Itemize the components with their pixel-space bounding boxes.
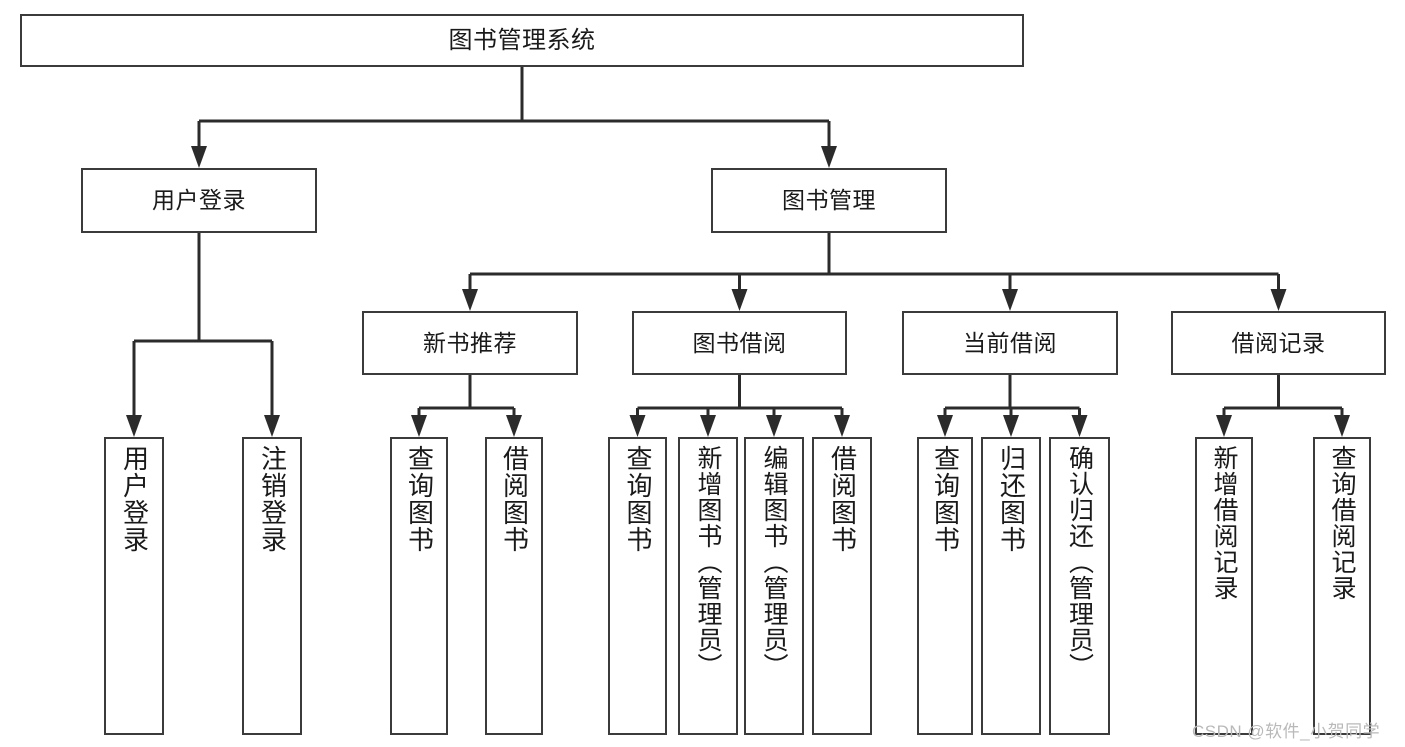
node-l-addrec[interactable]: 新增借阅记录: [1195, 437, 1253, 735]
node-l-add[interactable]: 新增图书（管理员）: [678, 437, 738, 735]
node-l-login[interactable]: 用户登录: [104, 437, 164, 735]
node-label: 查询图书: [404, 445, 435, 553]
node-label: 新增借阅记录: [1210, 445, 1238, 601]
node-l-logout[interactable]: 注销登录: [242, 437, 302, 735]
node-label: 查询图书: [623, 445, 654, 553]
node-label: 新增图书（管理员）: [694, 445, 722, 679]
node-label: 当前借阅: [963, 329, 1057, 356]
node-label: 借阅记录: [1231, 329, 1326, 356]
node-borrow[interactable]: 图书借阅: [632, 311, 847, 375]
node-root[interactable]: 图书管理系统: [20, 14, 1024, 67]
node-l-borrow2[interactable]: 借阅图书: [812, 437, 872, 735]
node-l-borrow1[interactable]: 借阅图书: [485, 437, 543, 735]
node-l-query2[interactable]: 查询图书: [608, 437, 667, 735]
node-records[interactable]: 借阅记录: [1171, 311, 1386, 375]
node-login[interactable]: 用户登录: [81, 168, 317, 233]
node-label: 确认归还（管理员）: [1065, 445, 1094, 679]
node-label: 借阅图书: [827, 445, 858, 553]
node-label: 新书推荐: [423, 329, 517, 356]
node-label: 图书管理: [782, 187, 876, 214]
node-label: 用户登录: [152, 187, 246, 214]
node-current[interactable]: 当前借阅: [902, 311, 1118, 375]
node-bookmgr[interactable]: 图书管理: [711, 168, 947, 233]
node-newbook[interactable]: 新书推荐: [362, 311, 578, 375]
node-label: 查询图书: [930, 445, 961, 553]
node-label: 用户登录: [119, 445, 150, 553]
watermark: CSDN @软件_小贺同学: [1192, 722, 1381, 741]
node-label: 借阅图书: [499, 445, 530, 553]
node-label: 查询借阅记录: [1328, 445, 1356, 601]
node-l-queryrec[interactable]: 查询借阅记录: [1313, 437, 1371, 735]
node-l-query3[interactable]: 查询图书: [917, 437, 973, 735]
node-l-return[interactable]: 归还图书: [981, 437, 1041, 735]
node-l-query1[interactable]: 查询图书: [390, 437, 448, 735]
node-label: 归还图书: [996, 445, 1027, 553]
node-l-confirm[interactable]: 确认归还（管理员）: [1049, 437, 1110, 735]
node-label: 注销登录: [257, 445, 288, 553]
node-l-edit[interactable]: 编辑图书（管理员）: [744, 437, 804, 735]
node-label: 图书借阅: [692, 329, 787, 356]
node-label: 图书管理系统: [448, 26, 596, 54]
node-label: 编辑图书（管理员）: [760, 445, 788, 679]
